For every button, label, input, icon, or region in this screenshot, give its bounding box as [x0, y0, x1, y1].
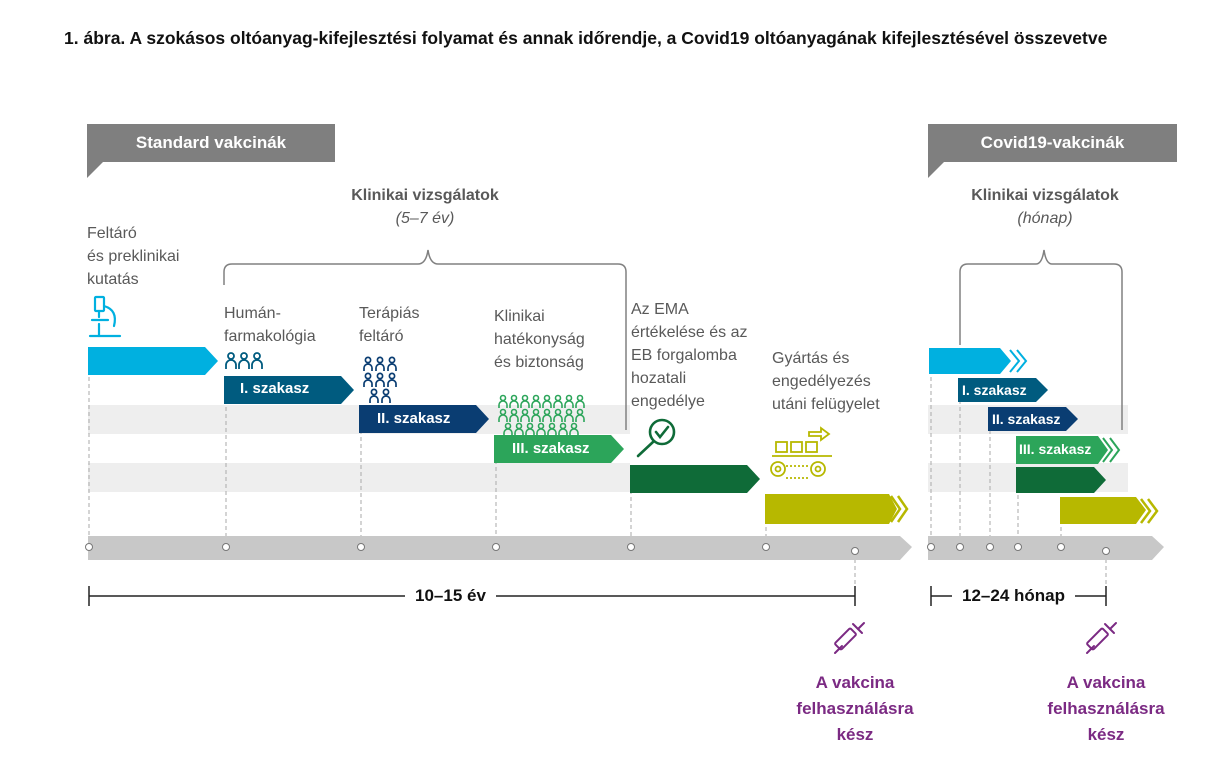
crowd-icon [498, 394, 585, 436]
step-label-research: Feltáró és preklinikai kutatás [87, 225, 180, 288]
syringe-icon [834, 622, 865, 654]
covid-arrow-phase2 [988, 407, 1078, 431]
covid-arrow-phase1 [958, 378, 1048, 402]
step-label-phase2: Terápiás feltáró [359, 305, 420, 345]
arrow-research [88, 347, 218, 375]
covid-duration-label: 12–24 hónap [952, 586, 1075, 606]
people-group-icon [363, 356, 397, 403]
phase3-label: III. szakasz [512, 440, 590, 457]
covid-arrow-manufacturing [1060, 497, 1146, 524]
phase2-label: II. szakasz [377, 410, 451, 427]
clinical-trials-duration: (5–7 év) [395, 210, 455, 227]
dashed-guides [88, 370, 1107, 605]
magnifier-check-icon [636, 418, 676, 458]
standard-vaccines-tag: Standard vakcinák [87, 124, 335, 178]
band-row-4 [88, 463, 630, 492]
step-label-ema: Az EMA értékelése és az EB forgalomba ho… [631, 301, 748, 410]
covid-clinical-trials-duration: (hónap) [1017, 210, 1073, 227]
covid-manufacturing-chevrons [1140, 498, 1159, 524]
covid-ready-label: A vakcina felhasználásra kész [1047, 673, 1165, 744]
covid-arrow-research [929, 348, 1011, 374]
step-label-phase1: Humán- farmakológia [224, 305, 316, 345]
manufacturing-chevrons [889, 495, 909, 523]
phase1-label: I. szakasz [240, 380, 310, 397]
standard-ready-label: A vakcina felhasználásra kész [796, 673, 914, 744]
arrow-phase3 [494, 435, 624, 463]
step-label-manufacturing: Gyártás és engedélyezés utáni felügyelet [772, 350, 880, 413]
timeline-markers [85, 543, 1110, 555]
clinical-bracket [223, 249, 627, 430]
figure-title: 1. ábra. A szokásos oltóanyag-kifejleszt… [64, 28, 1108, 48]
clinical-trials-title: Klinikai vizsgálatok [351, 187, 499, 204]
standard-duration-label: 10–15 év [405, 586, 496, 606]
covid-vaccines-tag: Covid19-vakcinák [928, 124, 1177, 178]
arrow-phase1 [224, 376, 354, 404]
covid-phase3-chevrons [1102, 437, 1121, 463]
covid-clinical-bracket [959, 249, 1123, 430]
conveyor-icon [770, 426, 832, 479]
covid-clinical-trials-title: Klinikai vizsgálatok [971, 187, 1119, 204]
arrow-ema [630, 465, 760, 493]
arrow-manufacturing [765, 494, 897, 524]
microscope-icon [88, 295, 122, 338]
covid-vaccines-tag-label: Covid19-vakcinák [980, 133, 1125, 152]
covid-research-chevrons [1009, 349, 1028, 373]
arrow-phase2 [359, 405, 489, 433]
covid-phase1-label: I. szakasz [962, 382, 1027, 398]
standard-vaccines-tag-label: Standard vakcinák [135, 133, 287, 152]
covid-arrow-phase3 [1016, 436, 1108, 464]
syringe-icon [1086, 622, 1117, 654]
covid-arrow-ema [1016, 467, 1106, 493]
people-icon [225, 352, 263, 369]
step-label-phase3: Klinikai hatékonyság és biztonság [494, 308, 585, 371]
covid-phase2-label: II. szakasz [992, 411, 1061, 427]
covid-phase3-label: III. szakasz [1019, 441, 1092, 457]
timeline-bar-standard [88, 536, 912, 560]
